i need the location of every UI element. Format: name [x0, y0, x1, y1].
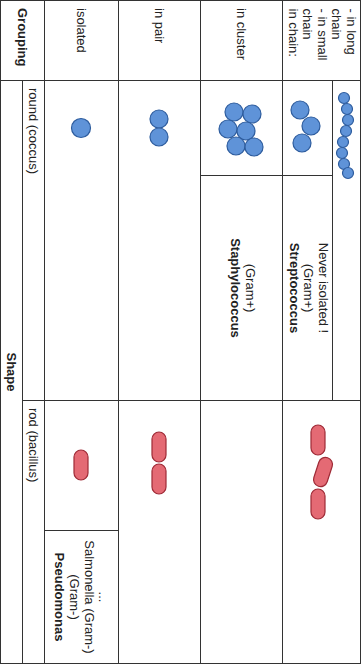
cell-text: rod (bacillus): [26, 408, 41, 482]
cell-text: ...: [96, 592, 111, 603]
cell-text: in pair: [152, 8, 167, 43]
cell-text: in cluster: [234, 8, 249, 60]
cell-text: round (coccus): [26, 88, 41, 174]
rotated-text-frame: isolated: [44, 0, 118, 80]
header-cell: Shape: [0, 80, 22, 664]
cell-text: Never isolated !: [314, 242, 329, 332]
cell-text: (Gram+): [300, 263, 315, 312]
cell-text: - in small chain: [299, 8, 328, 72]
rotated-text-frame: Grouping: [0, 0, 44, 80]
rotated-text-frame: in cluster: [200, 0, 282, 80]
header-cell: rod (bacillus): [22, 400, 44, 664]
cell-text: - in long chain: [328, 8, 357, 72]
coccus-cells: [72, 93, 354, 179]
grouping-cell: isolated: [44, 0, 118, 80]
rotated-text-frame: rod (bacillus): [22, 400, 44, 664]
rotated-text-frame: in chain:- in small chain- in long chain: [282, 0, 359, 80]
header-cell: round (coccus): [22, 80, 44, 400]
rotated-text-frame: round (coccus): [22, 80, 44, 400]
species-cell: Streptococcus(Gram+)Never isolated !: [282, 175, 332, 400]
cell-text: (Gram+): [241, 263, 256, 312]
cell-heading: Streptococcus: [285, 242, 300, 332]
rotated-text-frame: Shape: [0, 80, 22, 664]
rotated-text-frame: in pair: [118, 0, 200, 80]
cell-heading: Pseudomonas: [52, 553, 67, 642]
bacillus-cells: [74, 425, 334, 519]
cell-text: (Gram-): [66, 574, 81, 620]
cell-text: Salmonella (Gram-): [81, 540, 96, 653]
cell-heading: Grouping: [15, 8, 30, 67]
species-cell: Staphylococcus(Gram+): [200, 175, 282, 400]
cell-heading: Shape: [4, 352, 19, 391]
rotated-text-frame: Staphylococcus(Gram+): [200, 175, 282, 400]
rotated-text-frame: Streptococcus(Gram+)Never isolated !: [282, 175, 332, 400]
cell-text: isolated: [74, 8, 89, 53]
grouping-cell: in chain:- in small chain- in long chain: [282, 0, 359, 80]
cell-heading: Staphylococcus: [226, 238, 241, 338]
grouping-cell: in pair: [118, 0, 200, 80]
cell-text: in chain:: [284, 8, 299, 56]
species-cell: Pseudomonas(Gram-)Salmonella (Gram-)...: [44, 530, 118, 664]
header-cell: Grouping: [0, 0, 44, 80]
rotated-text-frame: Pseudomonas(Gram-)Salmonella (Gram-)...: [44, 530, 118, 664]
grouping-cell: in cluster: [200, 0, 282, 80]
